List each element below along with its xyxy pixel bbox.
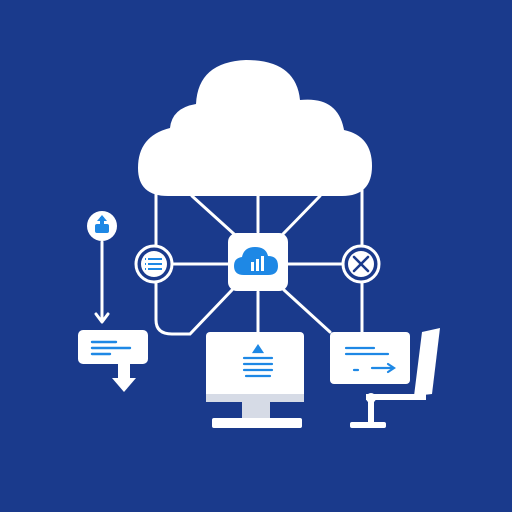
list-node[interactable] — [134, 244, 174, 284]
laptop-icon — [344, 346, 396, 374]
tools-icon — [352, 255, 370, 273]
laptop-device[interactable] — [330, 328, 440, 428]
line-cloud-left-diag — [190, 194, 236, 236]
monitor-base — [212, 418, 302, 428]
laptop-lid — [414, 328, 440, 396]
monitor-bezel — [206, 394, 304, 402]
laptop-arm — [366, 394, 426, 400]
cloud-analytics-icon — [234, 247, 278, 275]
message-arrow-down — [112, 364, 136, 392]
cloud-icon — [138, 60, 372, 196]
laptop-base — [350, 422, 386, 428]
monitor-screen — [206, 332, 304, 400]
hub-node[interactable] — [228, 233, 288, 291]
upload-icon — [95, 215, 109, 233]
monitor-neck — [242, 402, 270, 418]
laptop-stand — [368, 398, 374, 424]
tools-node[interactable] — [341, 244, 381, 284]
message-box[interactable] — [78, 330, 148, 392]
line-left-curve — [154, 280, 234, 336]
line-cloud-right-diag — [281, 194, 322, 236]
upload-node[interactable] — [87, 211, 117, 241]
monitor-device[interactable] — [206, 332, 304, 428]
laptop-screen — [330, 332, 410, 384]
line-hub-laptop — [282, 288, 332, 334]
arrow-down-upload — [94, 312, 110, 324]
connection-lines — [100, 188, 364, 336]
list-icon — [145, 258, 162, 270]
monitor-icon — [242, 344, 274, 378]
message-icon — [90, 340, 132, 356]
